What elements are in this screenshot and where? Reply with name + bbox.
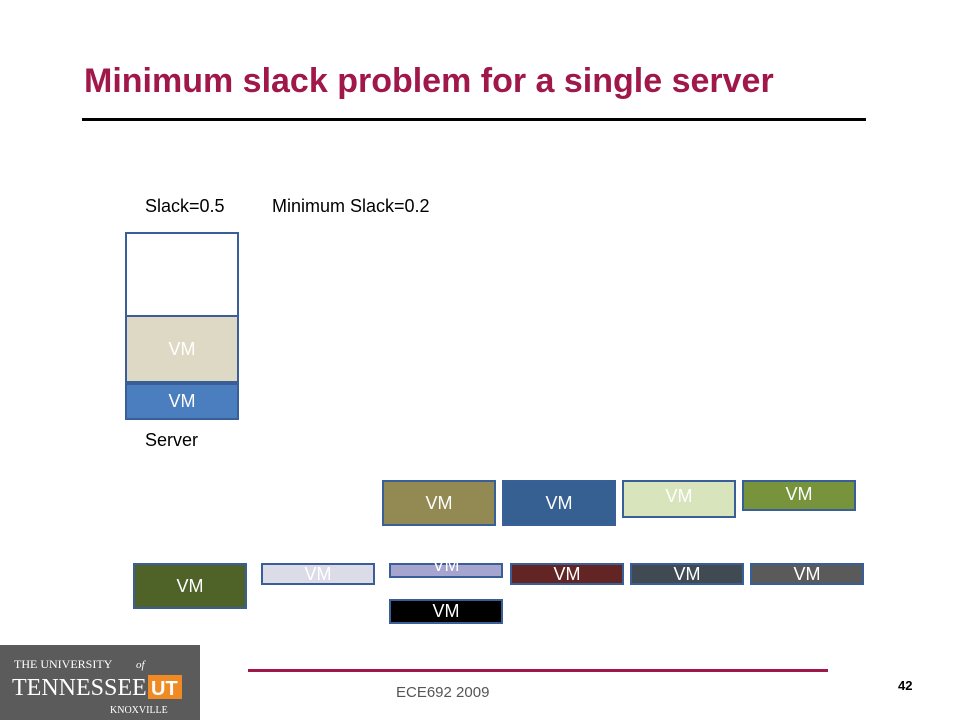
server-label: Server	[145, 430, 199, 450]
pool-vm: VM	[630, 563, 744, 585]
svg-text:TENNESSEE: TENNESSEE	[12, 675, 147, 701]
pool-vm: VM	[750, 563, 864, 585]
pool-vm: VM	[510, 563, 624, 585]
slack-label: Slack=0.5	[145, 196, 225, 216]
vm-label: VM	[785, 484, 813, 504]
vm-label: VM	[168, 338, 196, 359]
pool-vm: VM	[742, 480, 856, 511]
server-vm-bottom: VM	[125, 383, 239, 420]
pool-vm: VM	[382, 480, 496, 526]
vm-label: VM	[553, 563, 581, 584]
vm-label: VM	[793, 563, 821, 584]
svg-text:UT: UT	[151, 678, 178, 700]
svg-text:KNOXVILLE: KNOXVILLE	[110, 705, 168, 716]
server-vm-top: VM	[125, 315, 239, 383]
vm-label: VM	[665, 486, 693, 506]
vm-label: VM	[432, 601, 460, 621]
vm-label: VM	[425, 492, 453, 513]
pool-vm: VM	[133, 563, 247, 609]
title-divider	[82, 118, 866, 121]
vm-label: VM	[168, 391, 196, 411]
pool-vm: VM	[502, 480, 616, 526]
vm-label: VM	[304, 563, 332, 584]
page-number: 42	[898, 678, 913, 693]
vm-label: VM	[176, 575, 204, 596]
pool-vm: VM	[261, 563, 375, 585]
vm-label: VM	[432, 555, 460, 575]
svg-text:of: of	[136, 659, 147, 671]
vm-label: VM	[673, 563, 701, 584]
university-logo: THE UNIVERSITY of TENNESSEE UT KNOXVILLE	[0, 645, 200, 720]
minimum-slack-label: Minimum Slack=0.2	[272, 196, 430, 216]
ut-logo-graphic: THE UNIVERSITY of TENNESSEE UT KNOXVILLE	[0, 645, 200, 720]
pool-vm: VM	[389, 555, 503, 578]
slide-title: Minimum slack problem for a single serve…	[84, 62, 774, 100]
vm-label: VM	[545, 492, 573, 513]
footer-course: ECE692 2009	[396, 684, 490, 701]
footer-divider	[248, 669, 828, 672]
svg-text:THE UNIVERSITY: THE UNIVERSITY	[14, 657, 113, 671]
pool-vm: VM	[622, 480, 736, 518]
pool-vm: VM	[389, 599, 503, 624]
